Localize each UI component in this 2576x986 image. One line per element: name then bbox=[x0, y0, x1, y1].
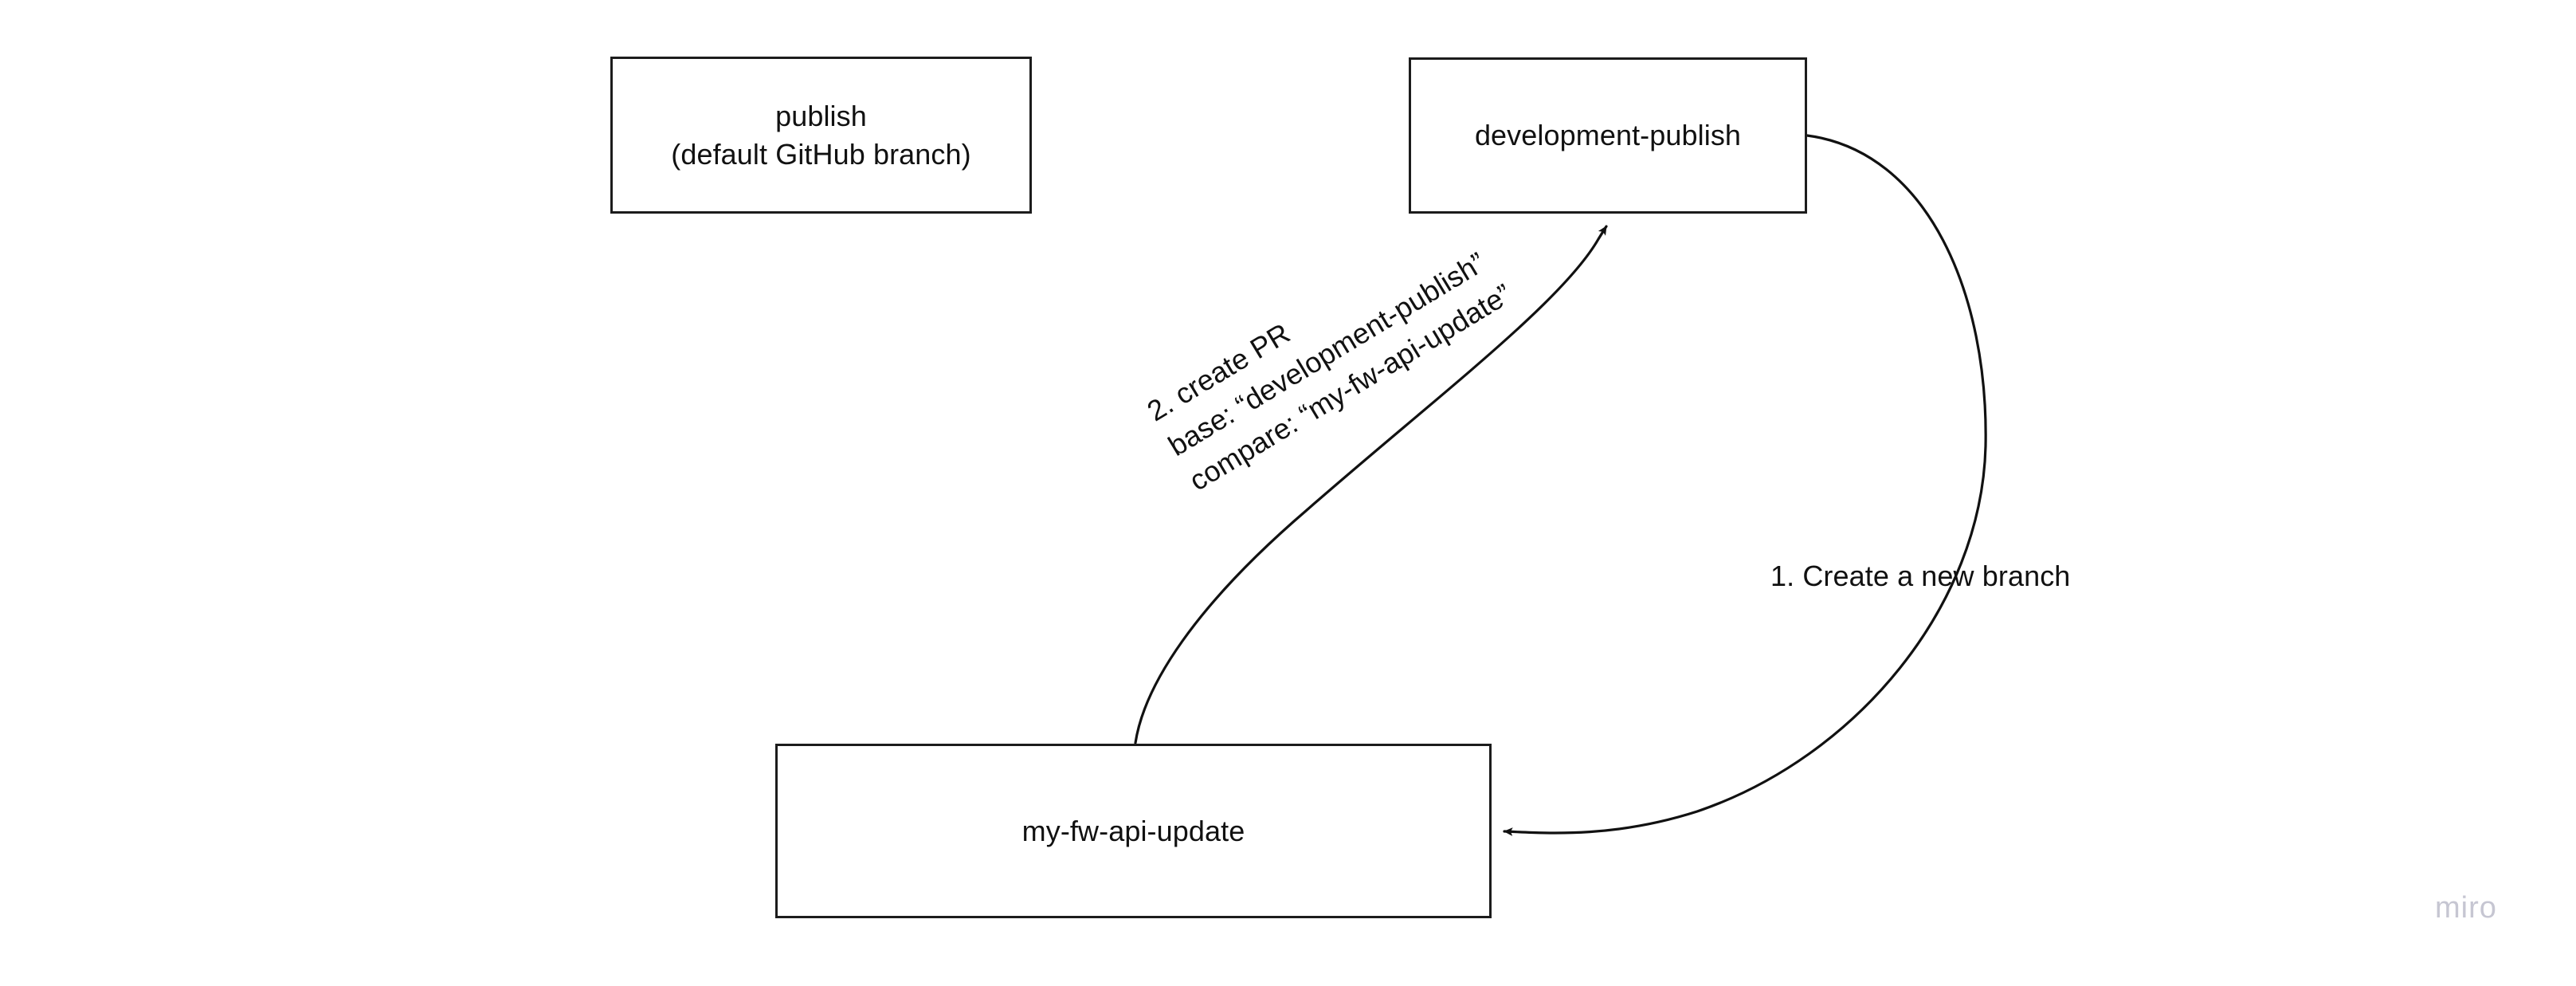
edge-create-pr-path bbox=[1134, 225, 1608, 744]
edge-create-branch-path bbox=[1503, 134, 1987, 836]
node-my-fw-api-update[interactable]: my-fw-api-update bbox=[775, 744, 1492, 918]
miro-watermark: miro bbox=[2435, 891, 2497, 925]
edge-label-create-branch[interactable]: 1. Create a new branch bbox=[1770, 560, 2071, 592]
node-development-publish-label: development-publish bbox=[1474, 119, 1742, 152]
node-development-publish[interactable]: development-publish bbox=[1409, 57, 1807, 214]
node-publish[interactable]: publish (default GitHub branch) bbox=[610, 57, 1032, 214]
node-publish-label: publish (default GitHub branch) bbox=[671, 99, 971, 171]
node-my-fw-api-update-label: my-fw-api-update bbox=[1021, 814, 1245, 847]
